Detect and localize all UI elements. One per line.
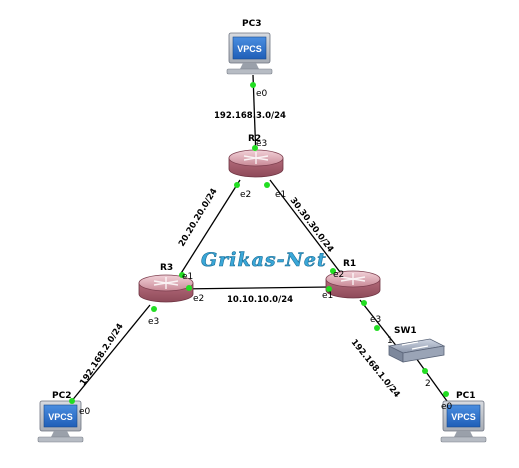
pc3-stand xyxy=(240,63,259,69)
pc3-name: PC3 xyxy=(242,19,261,29)
link-r1-sw1[interactable] xyxy=(359,299,399,349)
iface-label: 2 xyxy=(425,379,431,389)
r2-name: R2 xyxy=(248,134,261,144)
router-arrows-icon xyxy=(153,277,179,289)
iface-label: e2 xyxy=(193,294,204,304)
network-label: 192.168.3.0/24 xyxy=(214,111,286,121)
pc3-screen xyxy=(232,36,267,60)
pc2-screen xyxy=(43,404,78,428)
iface-label: e3 xyxy=(148,317,159,327)
iface-label: 1 xyxy=(387,336,393,346)
pc1-screen xyxy=(446,404,481,428)
link-pc3-r2[interactable] xyxy=(252,74,257,159)
status-dot xyxy=(151,306,157,312)
switch-arrows-icon xyxy=(401,341,429,350)
status-dot xyxy=(186,285,192,291)
status-dot xyxy=(330,268,336,274)
r2-node[interactable]: R2 xyxy=(228,134,284,178)
iface-label: e2 xyxy=(240,190,251,200)
r1-name: R1 xyxy=(343,259,356,269)
iface-label: e1 xyxy=(275,190,286,200)
pc2-name: PC2 xyxy=(52,391,71,401)
iface-label: e0 xyxy=(256,89,268,99)
r3-name: R3 xyxy=(160,263,173,273)
pc3-base xyxy=(226,68,273,75)
pc3-screen-label: VPCS xyxy=(237,44,262,54)
pc2-base xyxy=(37,436,84,443)
status-dot xyxy=(422,368,428,374)
watermark-text: Grikas-Net xyxy=(201,249,327,271)
router-arrows-icon xyxy=(340,273,366,285)
status-dot xyxy=(179,272,185,278)
status-dot xyxy=(252,145,258,151)
network-label: 20.20.20.0/24 xyxy=(177,187,220,249)
pc1-base xyxy=(440,436,487,443)
pc2-stand xyxy=(51,431,70,437)
r3-node[interactable]: R3 xyxy=(138,263,194,303)
status-dot xyxy=(326,286,332,292)
pc1-name: PC1 xyxy=(456,391,475,401)
router-arrows-icon xyxy=(243,152,269,164)
status-dot xyxy=(374,325,380,331)
iface-label: e0 xyxy=(79,407,91,417)
iface-label: e0 xyxy=(441,402,453,412)
sw1-side xyxy=(402,345,445,363)
network-label: 30.30.30.0/24 xyxy=(288,196,336,255)
status-dot xyxy=(250,82,256,88)
pc2-node[interactable]: VPCS PC2 xyxy=(37,391,84,443)
status-dot xyxy=(69,398,75,404)
sw1-node[interactable]: SW1 xyxy=(387,326,446,363)
pc2-screen-label: VPCS xyxy=(48,412,73,422)
network-label: 192.168.2.0/24 xyxy=(78,322,126,388)
iface-label: e3 xyxy=(370,315,381,325)
iface-label: e1 xyxy=(322,291,333,301)
iface-label: e3 xyxy=(256,139,267,149)
status-dot xyxy=(443,391,449,397)
link-r3-r1[interactable] xyxy=(177,286,331,290)
network-label: 10.10.10.0/24 xyxy=(227,295,293,305)
link-status-dots xyxy=(69,82,449,404)
link-r2-r1[interactable] xyxy=(269,179,344,277)
pc1-stand xyxy=(454,431,473,437)
pc1-node[interactable]: VPCS PC1 xyxy=(440,391,487,443)
r1-node[interactable]: R1 xyxy=(325,259,381,299)
pc1-screen-label: VPCS xyxy=(451,412,476,422)
status-dot xyxy=(264,182,270,188)
sw1-name: SW1 xyxy=(394,326,417,336)
link-r2-r3[interactable] xyxy=(172,179,241,287)
link-r3-pc2[interactable] xyxy=(65,304,151,409)
status-dot xyxy=(234,182,240,188)
status-dot xyxy=(361,300,367,306)
iface-label: e2 xyxy=(333,270,344,280)
iface-label: e1 xyxy=(182,272,193,282)
link-sw1-pc1[interactable] xyxy=(415,357,453,409)
pc3-node[interactable]: VPCS PC3 xyxy=(226,19,273,75)
